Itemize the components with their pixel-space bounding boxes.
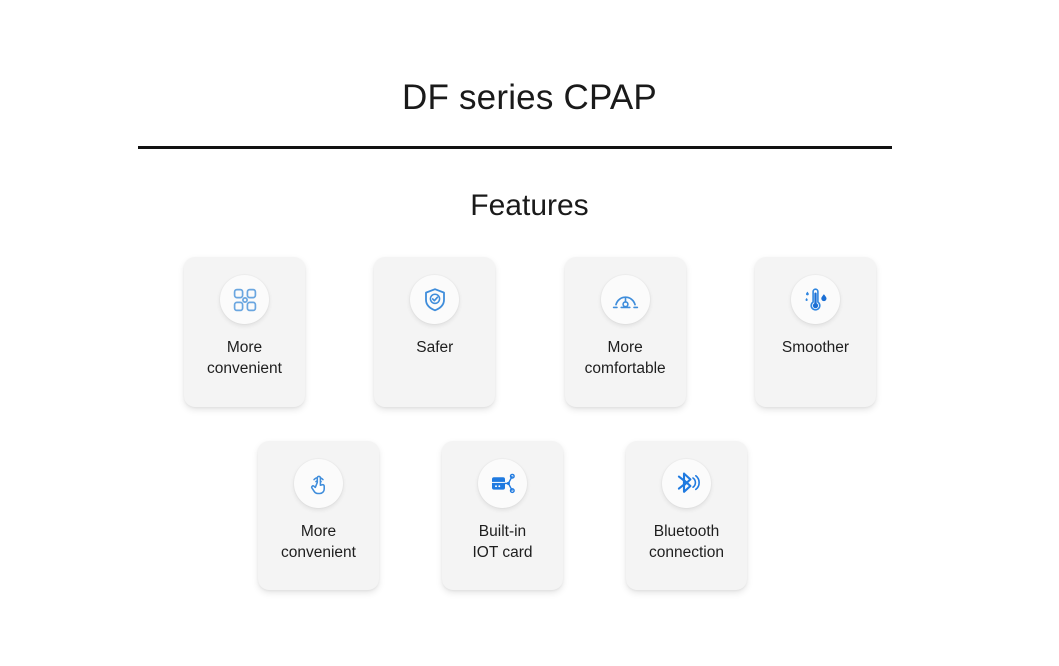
icon-badge — [662, 459, 711, 508]
icon-badge — [478, 459, 527, 508]
grid-apps-icon — [233, 288, 256, 311]
feature-label: More convenient — [207, 339, 282, 377]
icon-badge — [220, 275, 269, 324]
gauge-icon — [612, 296, 638, 309]
bluetooth-icon — [677, 472, 700, 493]
feature-row-2: More convenient — [258, 441, 747, 590]
title-divider — [138, 146, 892, 149]
feature-label: More convenient — [281, 523, 356, 561]
feature-label: Smoother — [781, 339, 850, 356]
page-title: DF series CPAP — [402, 78, 657, 117]
feature-card-more-convenient-touch[interactable]: More convenient — [258, 441, 379, 590]
feature-card-smoother[interactable]: Smoother — [754, 257, 876, 407]
touch-hand-icon — [310, 475, 325, 495]
section-heading: Features — [470, 189, 589, 222]
feature-label: More comfortable — [584, 339, 666, 377]
icon-badge — [294, 459, 343, 508]
icon-badge — [410, 275, 460, 324]
icon-badge — [600, 275, 650, 324]
thermometer-humidity-icon — [805, 288, 827, 311]
icon-badge — [790, 275, 840, 324]
feature-card-more-comfortable[interactable]: More comfortable — [564, 257, 686, 407]
feature-card-more-convenient[interactable]: More convenient — [184, 257, 305, 407]
feature-label: Bluetooth connection — [649, 523, 724, 561]
feature-card-bluetooth[interactable]: Bluetooth connection — [626, 441, 747, 590]
feature-label: Safer — [416, 339, 454, 356]
feature-row-1: More convenient Safer — [184, 257, 876, 407]
feature-card-iot-card[interactable]: Built-in IOT card — [442, 441, 563, 590]
iot-card-icon — [492, 473, 515, 494]
shield-check-icon — [424, 287, 445, 311]
feature-card-safer[interactable]: Safer — [374, 257, 496, 407]
feature-label: Built-in IOT card — [472, 523, 533, 561]
